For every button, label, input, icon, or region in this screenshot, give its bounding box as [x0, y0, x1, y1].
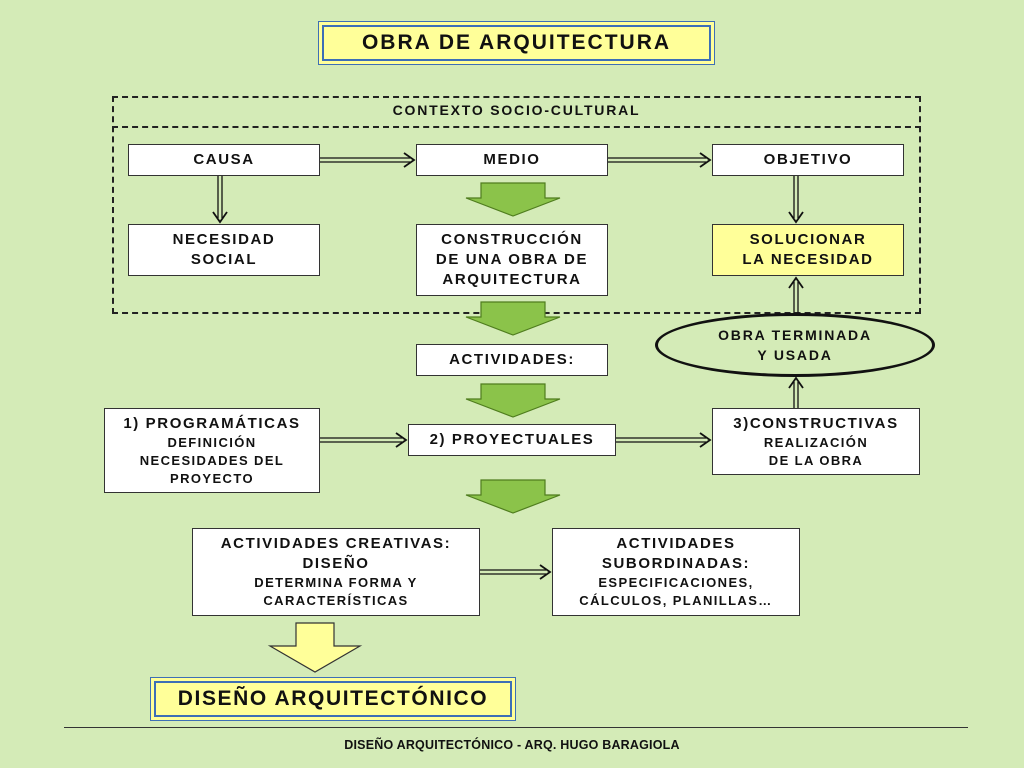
proyectuales-box: 2) PROYECTUALES: [408, 424, 616, 456]
objetivo-box: OBJETIVO: [712, 144, 904, 176]
footer-divider: [64, 727, 968, 728]
subordinadas-line4: CÁLCULOS, PLANILLAS…: [579, 593, 773, 608]
arrow-causa-medio: [320, 152, 416, 168]
constructivas-line2: REALIZACIÓN: [763, 434, 869, 450]
construccion-line2: DE UNA OBRA DE: [435, 251, 589, 268]
necesidad-line2: SOCIAL: [190, 251, 258, 268]
actividades-label: ACTIVIDADES:: [449, 351, 575, 368]
solucionar-line2: LA NECESIDAD: [742, 251, 874, 268]
obra-terminada-line1: OBRA TERMINADA: [718, 327, 872, 343]
arrow-medio-objetivo: [608, 152, 712, 168]
construccion-box: CONSTRUCCIÓN DE UNA OBRA DE ARQUITECTURA: [416, 224, 608, 296]
creativas-line3: DETERMINA FORMA Y: [254, 575, 418, 590]
programaticas-line4: PROYECTO: [170, 470, 254, 486]
context-divider: [112, 126, 921, 128]
solucionar-line1: SOLUCIONAR: [749, 231, 867, 248]
programaticas-line3: NECESIDADES DEL: [139, 452, 285, 468]
creativas-box: ACTIVIDADES CREATIVAS: DISEÑO DETERMINA …: [192, 528, 480, 616]
context-label: CONTEXTO SOCIO-CULTURAL: [392, 102, 641, 118]
causa-box: CAUSA: [128, 144, 320, 176]
arrow-obra-solucionar: [788, 276, 804, 313]
programaticas-line1: 1) PROGRAMÁTICAS: [123, 414, 301, 432]
construccion-line3: ARQUITECTURA: [442, 271, 582, 288]
creativas-line4: CARACTERÍSTICAS: [263, 593, 409, 608]
subordinadas-line3: ESPECIFICACIONES,: [598, 575, 754, 590]
programaticas-box: 1) PROGRAMÁTICAS DEFINICIÓN NECESIDADES …: [104, 408, 320, 493]
subordinadas-line1: ACTIVIDADES: [616, 535, 736, 552]
programaticas-line2: DEFINICIÓN: [167, 434, 257, 450]
arrow-causa-necesidad: [212, 176, 228, 224]
constructivas-box: 3)CONSTRUCTIVAS REALIZACIÓN DE LA OBRA: [712, 408, 920, 475]
constructivas-line3: DE LA OBRA: [768, 452, 864, 468]
subordinadas-line2: SUBORDINADAS:: [601, 555, 751, 572]
creativas-line2: DISEÑO: [302, 555, 370, 572]
solucionar-box: SOLUCIONAR LA NECESIDAD: [712, 224, 904, 276]
constructivas-line1: 3)CONSTRUCTIVAS: [733, 414, 899, 432]
diagram-title: OBRA DE ARQUITECTURA: [322, 25, 711, 61]
medio-label: MEDIO: [483, 151, 541, 168]
obra-terminada-line2: Y USADA: [757, 347, 833, 363]
footer-credit: DISEÑO ARQUITECTÓNICO - ARQ. HUGO BARAGI…: [344, 738, 680, 752]
arrow-creativas-subordinadas: [480, 564, 552, 580]
construccion-line1: CONSTRUCCIÓN: [441, 231, 583, 248]
necesidad-social-box: NECESIDAD SOCIAL: [128, 224, 320, 276]
objetivo-label: OBJETIVO: [763, 151, 853, 168]
creativas-line1: ACTIVIDADES CREATIVAS:: [220, 535, 452, 552]
actividades-box: ACTIVIDADES:: [416, 344, 608, 376]
arrow-objetivo-solucionar: [788, 176, 804, 224]
green-arrow-4: [465, 479, 561, 514]
proyectuales-label: 2) PROYECTUALES: [429, 431, 595, 448]
obra-terminada-ellipse: OBRA TERMINADA Y USADA: [655, 313, 935, 377]
arrow-constructivas-obra: [788, 376, 804, 408]
causa-label: CAUSA: [193, 151, 255, 168]
medio-box: MEDIO: [416, 144, 608, 176]
necesidad-line1: NECESIDAD: [172, 231, 276, 248]
arrow-programaticas-proyectuales: [320, 432, 408, 448]
green-arrow-3: [465, 383, 561, 418]
green-arrow-1: [465, 182, 561, 217]
result-title: DISEÑO ARQUITECTÓNICO: [154, 681, 512, 717]
arrow-proyectuales-constructivas: [616, 432, 712, 448]
subordinadas-box: ACTIVIDADES SUBORDINADAS: ESPECIFICACION…: [552, 528, 800, 616]
green-arrow-2: [465, 301, 561, 336]
yellow-arrow: [267, 622, 363, 673]
